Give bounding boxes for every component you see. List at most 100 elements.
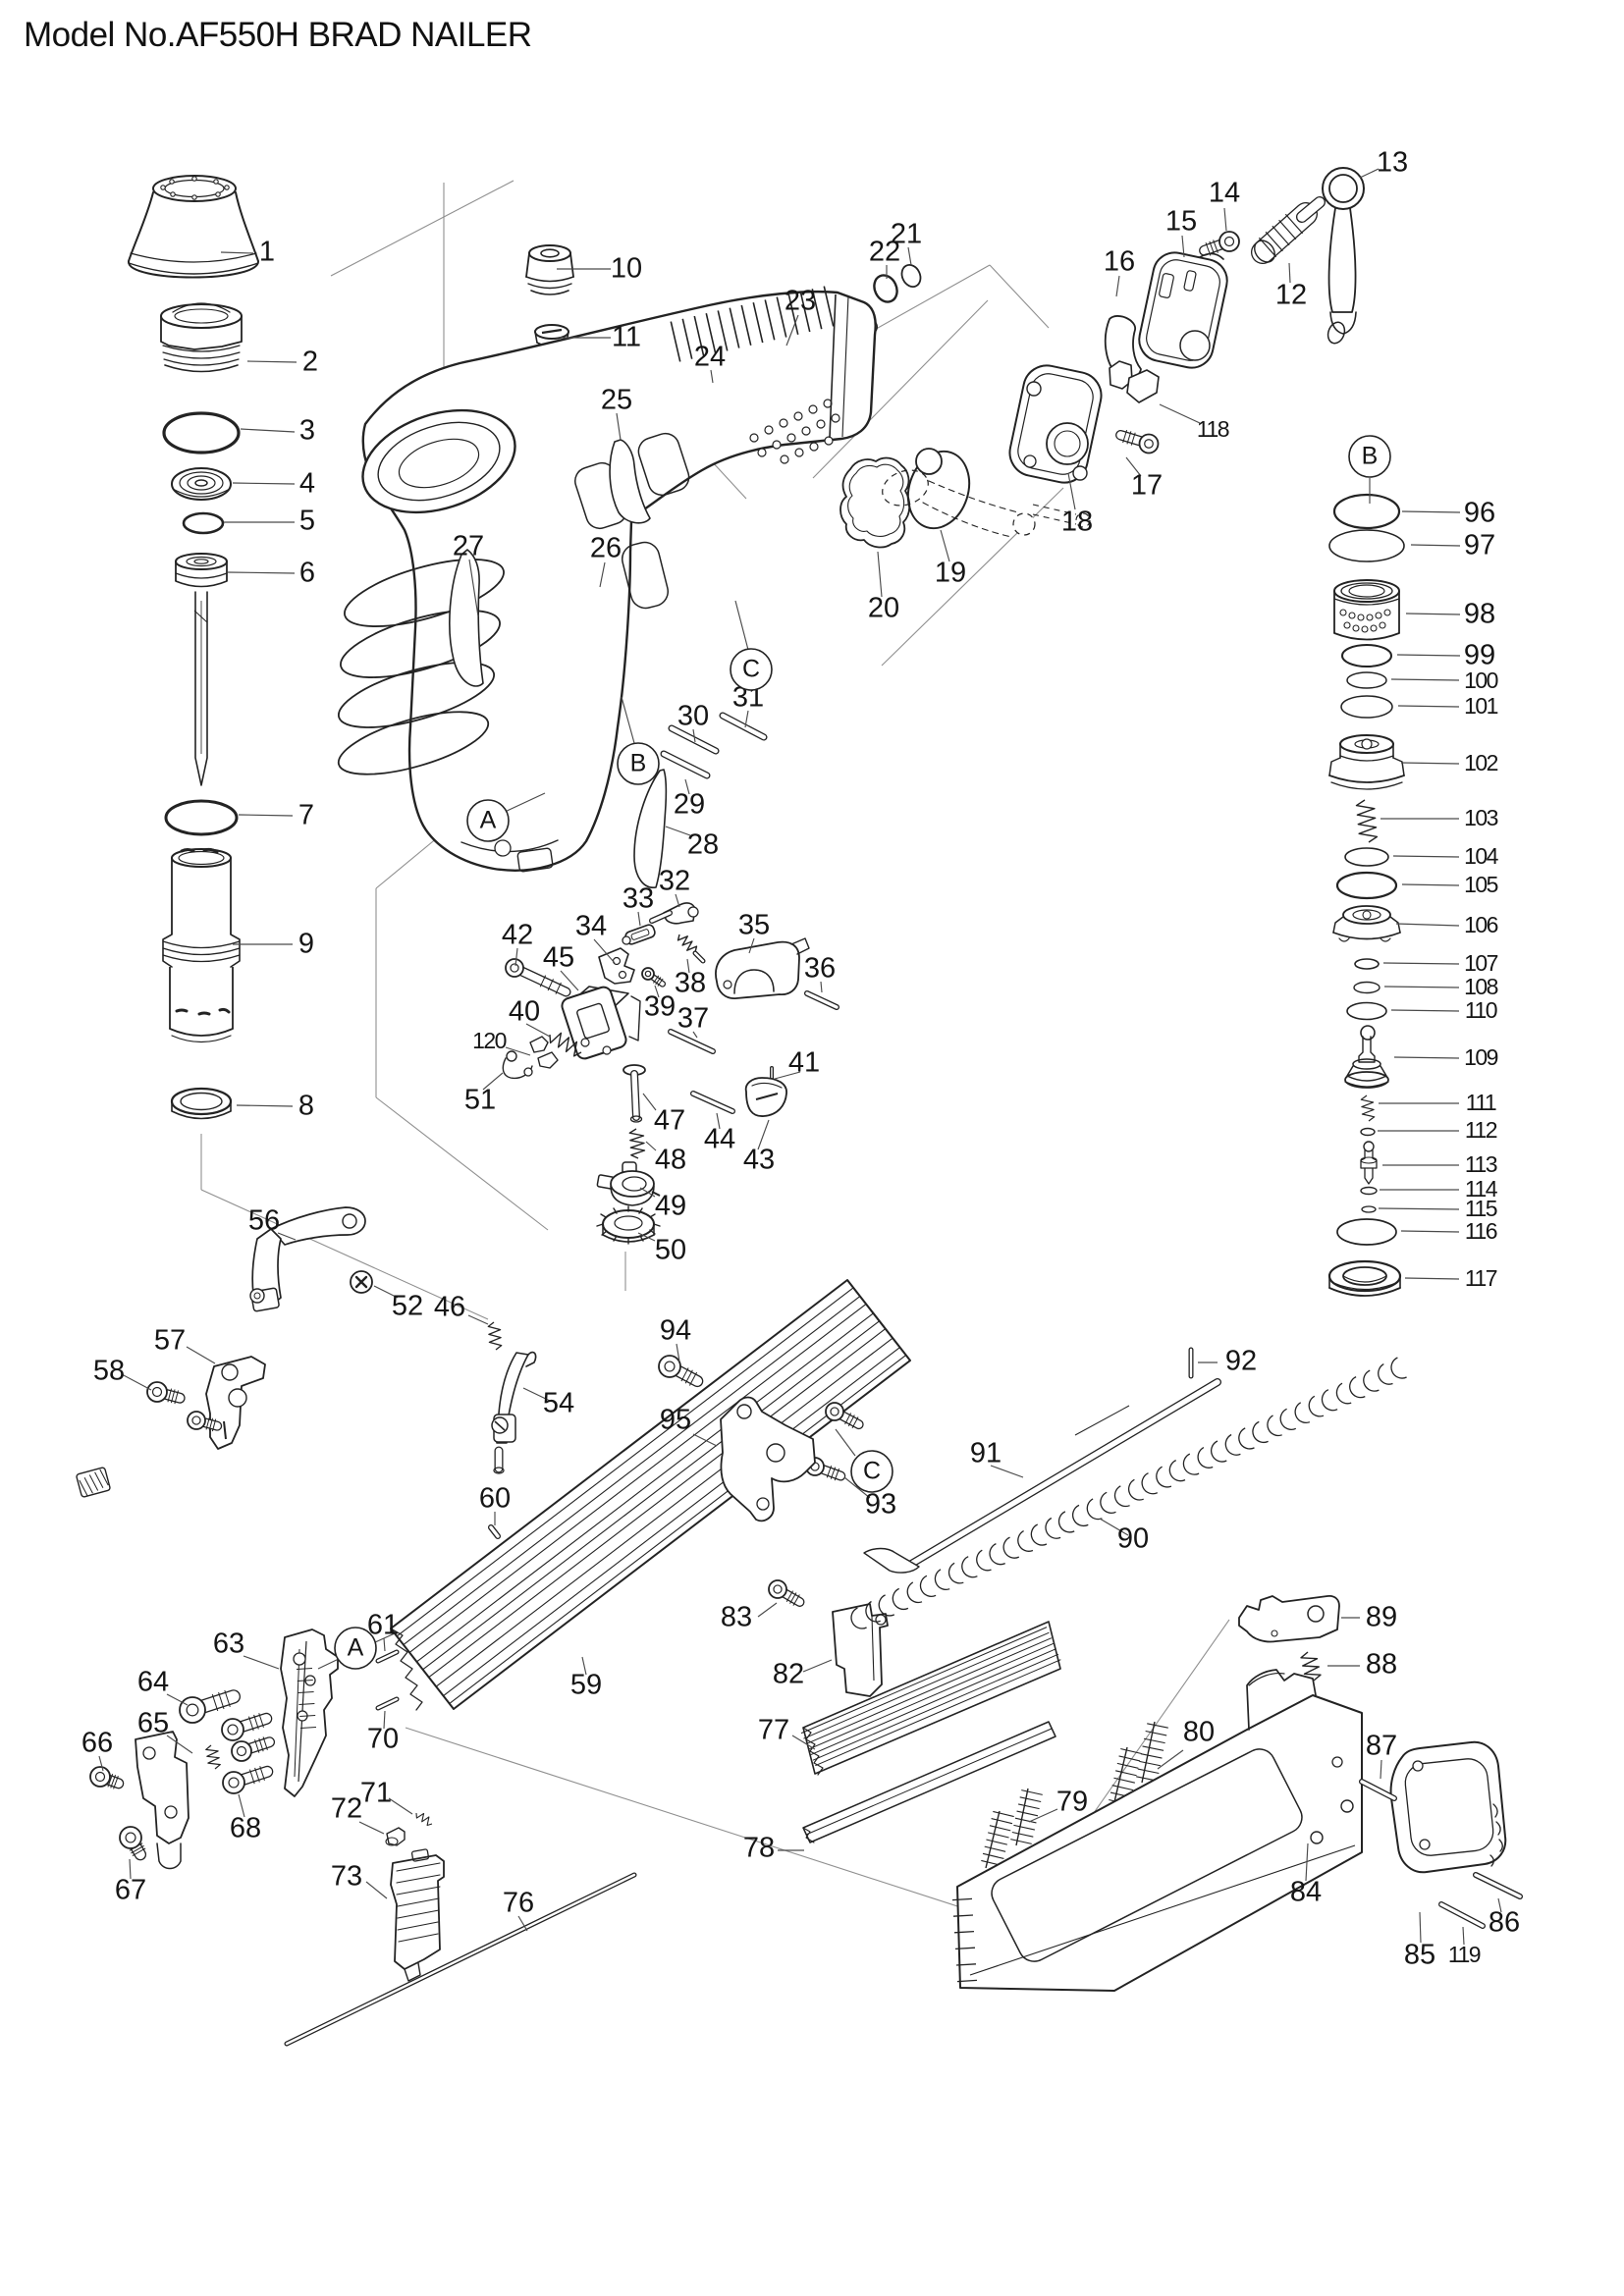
part-83-shape [768, 1579, 787, 1599]
part-57-shape [94, 1471, 104, 1488]
leader-line [1401, 883, 1460, 886]
part-52-shape [354, 1275, 368, 1289]
part-104-shape [1344, 847, 1389, 867]
part-26-shape [717, 310, 729, 351]
group-boundary-line [375, 831, 445, 889]
part-label-9: 9 [298, 929, 314, 960]
part-59-shape [397, 1287, 854, 1637]
part-71-shape [415, 1812, 433, 1827]
part-13-shape [1329, 311, 1357, 335]
part-label-95: 95 [660, 1405, 691, 1436]
part-4-shape [179, 471, 224, 495]
part-1-shape [152, 175, 237, 202]
part-32-shape [663, 902, 696, 925]
part-93-shape [851, 1416, 859, 1429]
part-15-shape [1199, 252, 1224, 260]
leader-line [1223, 207, 1227, 232]
part-79-shape [991, 1818, 1013, 1825]
part-94-shape [688, 1371, 698, 1386]
leader-line [684, 778, 690, 795]
part-117-shape [1330, 1281, 1399, 1291]
leader-line [820, 981, 823, 993]
part-84-shape [1246, 1669, 1317, 1731]
part-98-shape [1370, 624, 1378, 632]
part-26-shape [764, 299, 776, 341]
part-93-shape [826, 1466, 833, 1478]
part-115-shape [1361, 1205, 1377, 1213]
part-label-68: 68 [230, 1813, 261, 1844]
part-64-shape [262, 1736, 268, 1750]
part-10-shape [530, 290, 569, 295]
part-label-12: 12 [1275, 280, 1307, 311]
part-63-shape [294, 1648, 300, 1778]
part-label-94: 94 [660, 1315, 691, 1347]
part-label-48: 48 [655, 1145, 686, 1176]
part-label-35: 35 [738, 910, 770, 941]
part-26-shape [780, 454, 789, 464]
part-98-shape [1340, 582, 1393, 600]
part-80-shape [1140, 1753, 1163, 1759]
part-label-92: 92 [1225, 1346, 1257, 1377]
leader-line [560, 970, 579, 991]
part-label-43: 43 [743, 1145, 775, 1176]
part-79-shape [1011, 1831, 1034, 1838]
group-boundary-line [330, 180, 514, 277]
part-label-39: 39 [644, 991, 676, 1023]
part-32-shape [650, 911, 672, 923]
part-93-shape [834, 1468, 840, 1481]
section-balloon-C [730, 648, 773, 691]
part-117-shape [1327, 1259, 1402, 1293]
part-98-shape [1366, 614, 1374, 621]
leader-line [639, 1187, 656, 1198]
part-58-shape [174, 1390, 180, 1405]
part-59-shape [846, 1279, 911, 1362]
part-106-shape [1342, 905, 1391, 925]
part-26-shape [841, 294, 849, 438]
part-label-73: 73 [331, 1861, 362, 1893]
part-label-49: 49 [655, 1191, 686, 1222]
part-26-shape [670, 321, 681, 362]
part-93-shape [847, 1415, 855, 1427]
part-90-shape [850, 1357, 1407, 1629]
part-label-10: 10 [611, 253, 642, 285]
part-102-shape [1330, 781, 1403, 790]
part-83-shape [773, 1584, 783, 1594]
part-98-shape [1361, 625, 1369, 633]
part-65-shape [164, 1805, 178, 1819]
part-109-shape [1344, 1071, 1389, 1089]
part-72-shape [386, 1827, 406, 1846]
part-109-shape [1352, 1058, 1381, 1070]
part-1-shape [160, 185, 166, 190]
part-28-shape [633, 769, 668, 888]
part-label-56: 56 [248, 1205, 280, 1237]
part-109-shape [1360, 1025, 1376, 1041]
part-label-112: 112 [1465, 1117, 1497, 1143]
part-label-63: 63 [213, 1629, 244, 1660]
part-2-shape [162, 351, 241, 359]
part-12-shape [1254, 240, 1275, 263]
leader-line [98, 1755, 104, 1772]
part-9-shape [230, 934, 241, 968]
part-6-shape [175, 580, 228, 588]
part-63-shape [293, 1652, 306, 1666]
part-106-shape [1352, 909, 1381, 921]
part-26-shape [377, 421, 501, 502]
part-26-shape [824, 436, 834, 446]
part-50-shape [614, 1215, 643, 1231]
leader-line [238, 814, 294, 817]
part-42-shape [505, 958, 524, 978]
leader-line [593, 938, 616, 964]
part-label-23: 23 [785, 286, 816, 317]
section-balloon-label-C: C [742, 656, 760, 683]
part-17-shape [1144, 439, 1154, 449]
part-11-shape [541, 328, 563, 335]
part-26-shape [808, 404, 818, 414]
part-26-shape [801, 426, 811, 436]
part-95-shape [756, 1497, 770, 1511]
part-10-shape [525, 276, 574, 283]
leader-line [365, 1881, 388, 1899]
leader-line [383, 1637, 386, 1652]
part-label-41: 41 [788, 1047, 820, 1079]
part-120-shape [529, 1036, 549, 1053]
